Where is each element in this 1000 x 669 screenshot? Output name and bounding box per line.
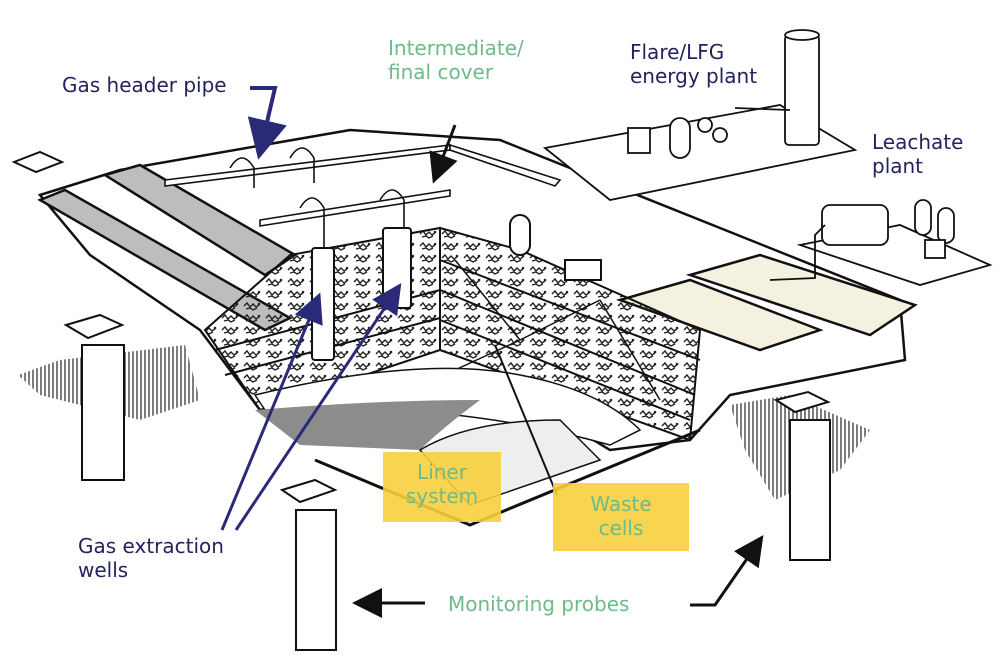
leachate-plant xyxy=(769,199,993,286)
gas-vent xyxy=(509,214,531,256)
label-flare-plant: Flare/LFG energy plant xyxy=(630,40,757,88)
monitoring-probes xyxy=(11,150,831,651)
gas-header-pipe xyxy=(164,143,562,328)
label-gas-extraction-wells: Gas extraction wells xyxy=(78,534,224,582)
label-gas-extraction-wells-line2: wells xyxy=(78,558,129,582)
manhole-cap xyxy=(564,259,602,281)
arrow-probe-right xyxy=(690,535,764,607)
monitoring-probe-right xyxy=(773,390,831,561)
arrow-cover xyxy=(429,124,458,184)
label-arrows xyxy=(220,86,764,618)
leader-waste-cells xyxy=(494,344,558,496)
monitoring-probe-center xyxy=(279,478,338,651)
label-gas-header-pipe: Gas header pipe xyxy=(62,73,227,97)
label-monitoring-probes: Monitoring probes xyxy=(448,592,630,616)
label-waste-cells: Waste cells xyxy=(553,492,689,540)
arrow-gas-header xyxy=(247,86,287,160)
gas-extraction-wells xyxy=(311,214,602,361)
label-liner-system-line1: Liner xyxy=(417,460,467,484)
label-gas-extraction-wells-line1: Gas extraction xyxy=(78,534,224,558)
label-intermediate-cover-line2: final cover xyxy=(388,60,494,84)
label-leachate-plant: Leachate plant xyxy=(872,130,963,178)
flare-lfg-energy-plant xyxy=(542,29,858,201)
monitoring-probe-left-top xyxy=(11,150,125,481)
label-waste-cells-line2: cells xyxy=(598,516,644,540)
waste-cells-highlight xyxy=(553,483,689,551)
liner-system-highlight xyxy=(383,452,501,522)
label-flare-plant-line2: energy plant xyxy=(630,64,758,88)
label-leachate-plant-line2: plant xyxy=(872,154,924,178)
arrow-well-1 xyxy=(220,292,323,531)
label-flare-plant-line1: Flare/LFG xyxy=(630,40,725,64)
label-intermediate-cover-line1: Intermediate/ xyxy=(388,36,524,60)
label-liner-system-line2: system xyxy=(405,484,479,508)
label-leachate-plant-line1: Leachate xyxy=(872,130,964,154)
label-liner-system: Liner system xyxy=(383,460,501,508)
intermediate-final-cover xyxy=(37,163,918,352)
gas-well-2 xyxy=(382,227,412,309)
label-intermediate-cover: Intermediate/ final cover xyxy=(388,36,524,84)
arrow-well-2 xyxy=(234,283,402,531)
label-waste-cells-line1: Waste xyxy=(590,492,652,516)
